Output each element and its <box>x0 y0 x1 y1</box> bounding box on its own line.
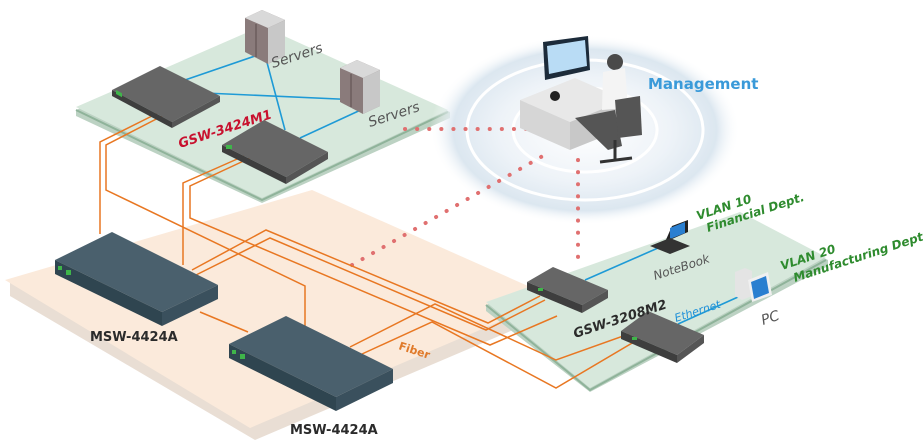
mgmt-link-fiber <box>350 151 550 267</box>
label-media-switch-1: MSW-4424A <box>90 330 178 345</box>
notebook-icon[interactable] <box>650 220 690 254</box>
edge-switch-a[interactable] <box>527 267 608 313</box>
fiber-platform <box>5 190 560 440</box>
label-management: Management <box>648 75 758 93</box>
fiber-links <box>99 111 645 389</box>
management-workstation[interactable] <box>520 36 642 164</box>
server-rack-2[interactable] <box>340 60 380 114</box>
ethernet-links <box>184 54 739 325</box>
server-rack-1[interactable] <box>245 10 285 64</box>
vlan-platform <box>485 212 828 392</box>
label-media-switch-2: MSW-4424A <box>290 423 378 438</box>
core-switch-a[interactable] <box>112 66 220 128</box>
edge-switch-b[interactable] <box>621 311 704 363</box>
core-switch-b[interactable] <box>222 120 328 184</box>
media-switch-1[interactable] <box>55 232 218 326</box>
label-pc: PC <box>759 308 781 329</box>
pc-icon[interactable] <box>735 268 772 302</box>
management-links <box>350 127 580 267</box>
media-switch-2[interactable] <box>229 316 393 411</box>
